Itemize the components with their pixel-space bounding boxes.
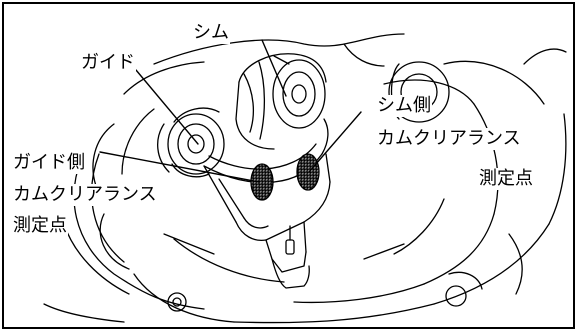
leader-lines (99, 39, 362, 183)
guide-side-measurement-point (250, 163, 274, 201)
guide-side-label-line2: カムクリアランス (12, 184, 158, 206)
shim-label: シム (192, 22, 230, 44)
shim-side-label-line1: シム側 (376, 95, 432, 117)
valve-mechanism-drawing (43, 33, 567, 324)
shim-side-label-line2: カムクリアランス (376, 128, 522, 150)
rocker-arm-body (203, 118, 331, 289)
guide-label: ガイド (80, 52, 136, 74)
shim-side-measurement-point (296, 153, 320, 191)
guide-roller (157, 107, 225, 178)
guide-side-label-line1: ガイド側 (12, 152, 86, 174)
shim-roller (235, 53, 327, 150)
shim-side-label-line3: 測定点 (478, 168, 534, 190)
guide-side-label-line3: 測定点 (12, 215, 68, 237)
